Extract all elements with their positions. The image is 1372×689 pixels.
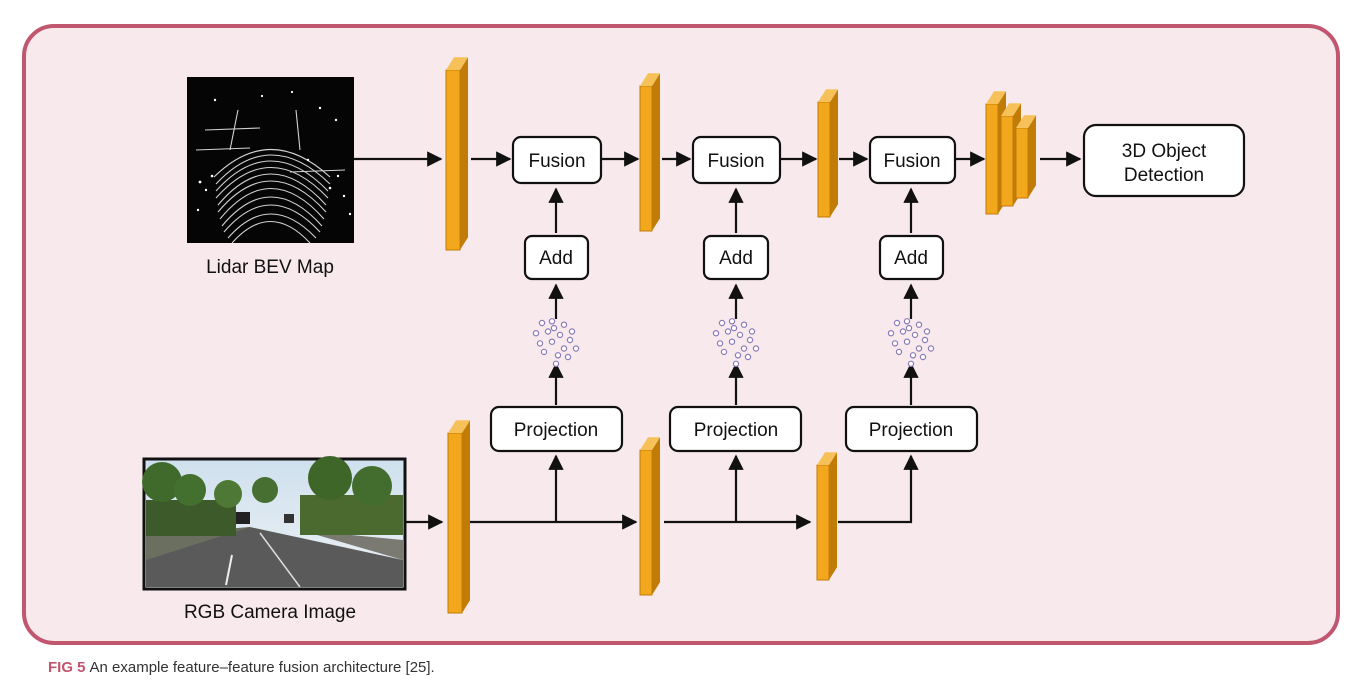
projection-label: Projection [514, 420, 599, 441]
detection-label-line1: 3D Object [1122, 141, 1207, 162]
projection-node-2: Projection [668, 405, 803, 453]
camera-feature-map-2 [639, 437, 660, 596]
fusion-label: Fusion [528, 151, 585, 172]
add-label: Add [719, 248, 753, 269]
fusion-node-1: Fusion [511, 135, 603, 185]
camera-feature-map-1 [447, 420, 470, 614]
point-cloud-3 [887, 318, 935, 367]
add-label: Add [539, 248, 573, 269]
camera-feature-map-3 [816, 452, 837, 581]
add-label: Add [894, 248, 928, 269]
head-feature-map-3 [1015, 115, 1036, 199]
lidar-feature-map-2 [639, 73, 660, 232]
point-cloud-2 [712, 318, 760, 367]
lidar-bev-label: Lidar BEV Map [206, 257, 334, 278]
lidar-bev-image [187, 77, 354, 244]
edge-cam-to-projection3 [838, 454, 919, 524]
projection-label: Projection [694, 420, 779, 441]
rgb-camera-label: RGB Camera Image [184, 602, 356, 623]
point-cloud-1 [532, 318, 580, 367]
fusion-label: Fusion [883, 151, 940, 172]
figure-caption-text: An example feature–feature fusion archit… [89, 659, 435, 676]
lidar-feature-map-3 [817, 89, 838, 218]
projection-label: Projection [869, 420, 954, 441]
add-node-1: Add [523, 234, 590, 281]
detection-node: 3D Object Detection [1082, 123, 1246, 198]
rgb-camera-image [142, 456, 407, 591]
projection-node-3: Projection [844, 405, 979, 453]
add-node-3: Add [878, 234, 945, 281]
fusion-label: Fusion [707, 151, 764, 172]
lidar-feature-map-1 [445, 57, 468, 251]
fusion-node-3: Fusion [868, 135, 957, 185]
detection-label-line2: Detection [1124, 165, 1204, 186]
fusion-node-2: Fusion [691, 135, 782, 185]
add-node-2: Add [702, 234, 770, 281]
projection-node-1: Projection [489, 405, 624, 453]
figure-label: FIG 5 [48, 659, 86, 676]
